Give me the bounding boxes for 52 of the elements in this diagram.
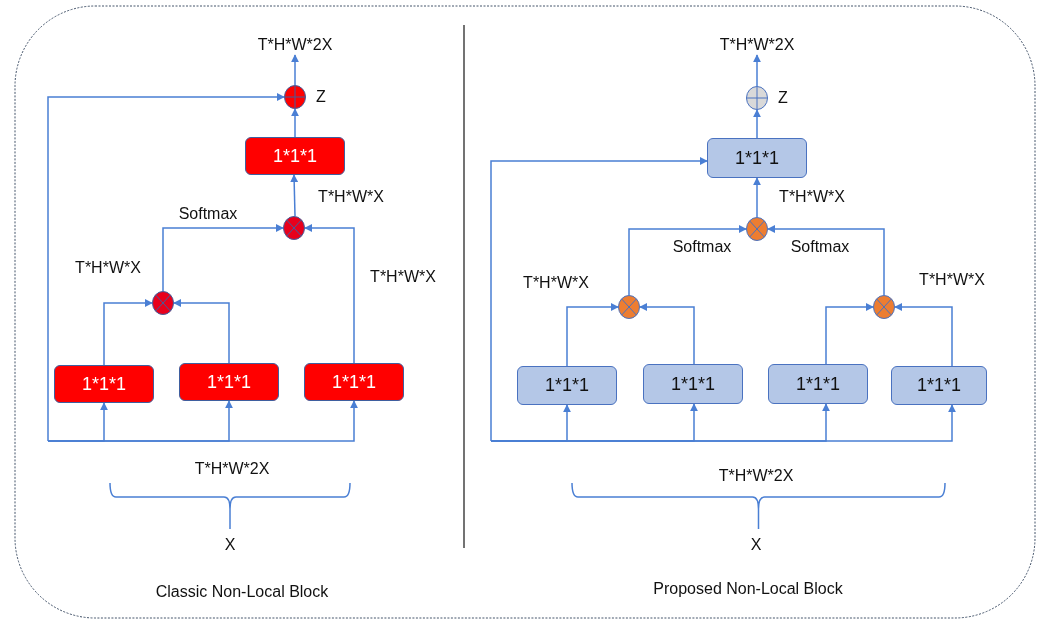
conv-box: 1*1*1 <box>54 365 154 403</box>
arrow <box>628 225 747 296</box>
arrow <box>566 303 619 367</box>
product-operator <box>618 295 640 319</box>
arrow <box>290 174 299 217</box>
arrow <box>162 224 284 292</box>
product-operator <box>152 291 174 315</box>
arrow <box>490 157 708 442</box>
caption: Proposed Non-Local Block <box>653 580 843 598</box>
arrow <box>753 177 761 218</box>
product-operator <box>746 217 768 241</box>
conv-box: 1*1*1 <box>768 364 868 404</box>
size-label: T*H*W*X <box>75 259 141 277</box>
arrow <box>291 54 299 86</box>
output-name: Z <box>316 88 326 106</box>
input-name: X <box>750 536 762 554</box>
arrow <box>47 400 358 442</box>
arrow <box>639 303 695 365</box>
conv-box: 1*1*1 <box>643 364 743 404</box>
arrow <box>304 224 355 364</box>
output-size-label: T*H*W*2X <box>255 35 335 55</box>
arrow <box>894 303 953 367</box>
product-operator <box>873 295 895 319</box>
arrow <box>753 109 761 139</box>
sum-operator <box>746 86 768 110</box>
arrow <box>490 404 956 442</box>
size-label: T*H*W*X <box>779 188 845 206</box>
arrow <box>47 93 285 442</box>
size-label: T*H*W*X <box>523 274 589 292</box>
input-name: X <box>224 536 236 554</box>
conv-box: 1*1*1 <box>517 366 617 405</box>
conv-box: 1*1*1 <box>179 363 279 401</box>
size-label: T*H*W*X <box>318 188 384 206</box>
arrow <box>825 303 874 365</box>
arrow <box>753 54 761 87</box>
size-label: T*H*W*2X <box>718 467 794 485</box>
output-size-label: T*H*W*2X <box>717 35 797 55</box>
conv-box: 1*1*1 <box>707 138 807 178</box>
output-name: Z <box>778 89 788 107</box>
conv-box: 1*1*1 <box>304 363 404 401</box>
size-label: T*H*W*X <box>370 268 436 286</box>
size-label: T*H*W*2X <box>194 460 270 478</box>
arrow <box>103 299 153 366</box>
arrow <box>291 108 299 138</box>
caption: Classic Non-Local Block <box>155 583 329 601</box>
product-operator <box>283 216 305 240</box>
arrow <box>173 299 230 364</box>
conv-box: 1*1*1 <box>245 137 345 175</box>
size-label: T*H*W*X <box>919 271 985 289</box>
arrow <box>767 225 885 296</box>
conv-box: 1*1*1 <box>891 366 987 405</box>
sum-operator <box>284 85 306 109</box>
